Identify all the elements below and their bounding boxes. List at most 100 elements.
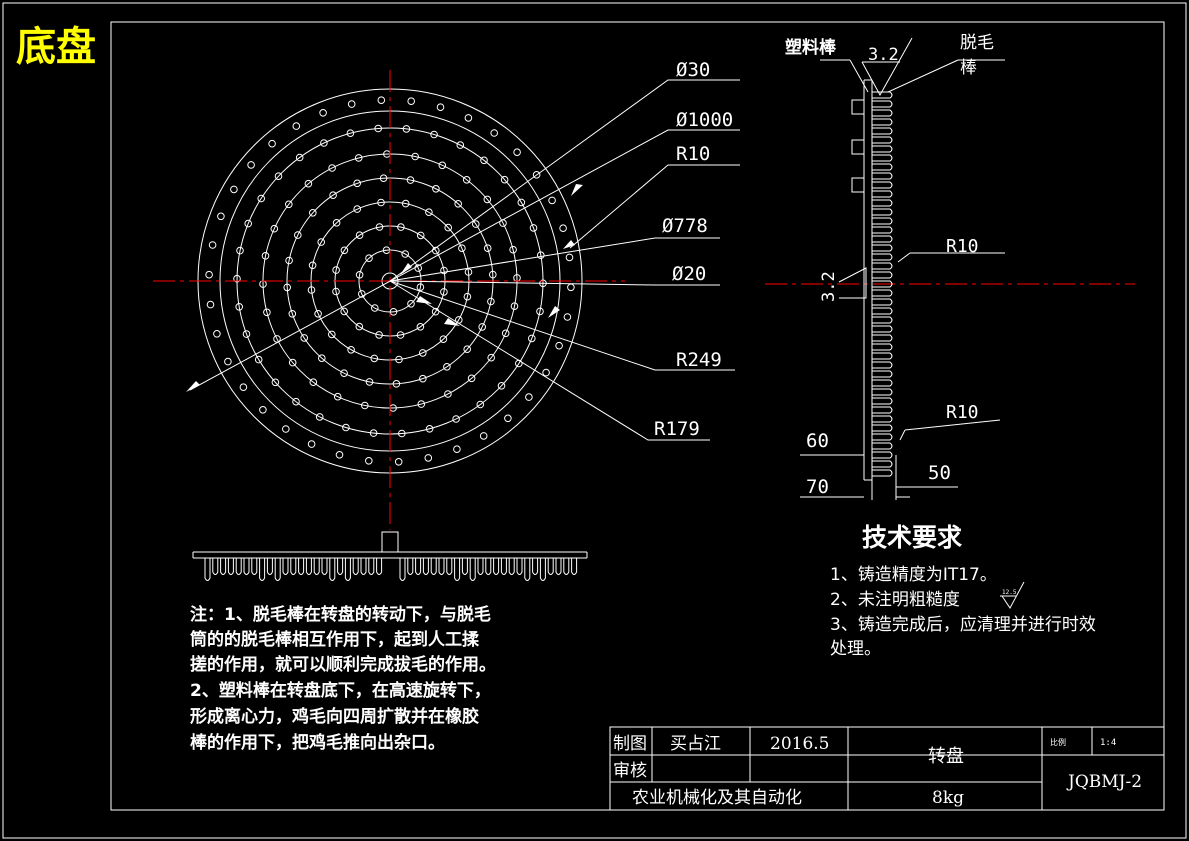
rod-hole xyxy=(419,349,427,357)
rod-hole xyxy=(436,103,445,111)
rod-hole xyxy=(454,200,463,208)
rod-hole xyxy=(513,148,521,156)
rod-hole xyxy=(419,374,427,383)
dim-d778: Ø778 xyxy=(662,215,708,237)
rod-pin xyxy=(290,558,297,575)
rod-pin xyxy=(571,558,578,575)
rod-hole xyxy=(347,346,355,354)
roughness-top: 3.2 xyxy=(868,45,899,65)
side-view xyxy=(851,79,893,481)
rod-pin xyxy=(477,558,484,575)
rod-hole xyxy=(328,164,336,172)
rod-pin xyxy=(313,558,320,575)
rod-hole xyxy=(532,171,541,179)
plucking-rod xyxy=(872,442,893,450)
plucking-rod xyxy=(872,280,893,288)
rod-hole xyxy=(487,297,495,306)
rod-pin xyxy=(337,558,344,575)
leader-r249 xyxy=(389,280,735,371)
rod-hole xyxy=(529,224,538,232)
rod-hole xyxy=(374,124,383,133)
plucking-rod xyxy=(872,91,893,99)
plucking-rod xyxy=(872,172,893,180)
rod-pin xyxy=(220,558,227,575)
plastic-rod xyxy=(851,99,864,115)
tech-item-1: 1、铸造精度为IT17。 xyxy=(830,565,997,585)
rod-hole xyxy=(500,175,509,184)
plastic-rod xyxy=(851,139,864,155)
rod-hole xyxy=(489,270,497,279)
rod-pin xyxy=(446,558,453,575)
rod-hole xyxy=(501,329,510,338)
leader-r10 xyxy=(569,164,740,249)
notes-block: 注：1、脱毛棒在转盘的转动下，与脱毛 筒的的脱毛棒相互作用下，起到人工揉 搓的作… xyxy=(190,604,496,753)
rod-hole xyxy=(319,109,327,117)
rod-hole xyxy=(402,125,411,133)
rod-hole xyxy=(472,220,480,228)
rod-hole xyxy=(261,252,270,260)
tb-scale: 1:4 xyxy=(1100,738,1116,748)
plucking-rod xyxy=(872,298,893,306)
drawing-title: 底盘 xyxy=(16,24,96,70)
rod-hole xyxy=(432,185,440,193)
plucking-rod xyxy=(872,388,893,396)
rod-pin xyxy=(516,558,523,575)
tb-school: 农业机械化及其自动化 xyxy=(632,788,802,808)
rod-hole xyxy=(392,380,401,388)
tech-item-3b: 处理。 xyxy=(830,639,881,659)
dim-70: 70 xyxy=(806,476,829,498)
rod-hole xyxy=(467,374,476,383)
rod-hole xyxy=(332,287,340,296)
rod-hole xyxy=(347,100,356,108)
rod-hole xyxy=(353,205,362,213)
rod-hole xyxy=(257,194,266,203)
rod-hole xyxy=(444,390,452,398)
rod-pin xyxy=(532,558,539,575)
rod-hole xyxy=(236,246,244,255)
rod-hole xyxy=(259,406,267,414)
rod-hole xyxy=(567,283,575,292)
plucking-rod xyxy=(872,235,893,243)
plucking-rod xyxy=(872,361,893,369)
rod-hole xyxy=(304,179,313,188)
plucking-rod xyxy=(872,109,893,117)
note-line: 棒的作用下，把鸡毛推向出杂口。 xyxy=(190,732,445,753)
rod-hole xyxy=(453,445,461,454)
rod-pin xyxy=(360,558,367,575)
rod-pin xyxy=(500,558,507,575)
rod-hole xyxy=(283,283,292,292)
plastic-rod xyxy=(851,177,864,193)
rod-hole xyxy=(285,256,293,265)
rod-hole xyxy=(555,341,563,350)
leader-d778 xyxy=(389,237,720,282)
rod-pin xyxy=(298,558,305,575)
rod-hole xyxy=(288,310,297,318)
leader-arrowheads xyxy=(186,184,583,392)
rod-hole xyxy=(328,330,336,339)
plucking-rod xyxy=(872,316,893,324)
plucking-rod xyxy=(872,343,893,351)
note-line: 2、塑料棒在转盘底下，在高速旋转下， xyxy=(190,680,491,701)
rod-hole xyxy=(536,307,544,316)
rod-hole xyxy=(440,288,448,296)
rod-pin xyxy=(243,558,250,575)
plucking-rod xyxy=(872,307,893,315)
rod-pin xyxy=(430,558,437,575)
rod-hole xyxy=(411,152,420,161)
rod-hole xyxy=(371,304,379,312)
rod-hole xyxy=(407,300,415,308)
dimension-leaders xyxy=(189,79,740,441)
plucking-rod xyxy=(872,181,893,189)
rod-pin xyxy=(407,558,414,575)
tech-heading: 技术要求 xyxy=(862,523,962,552)
rod-hole xyxy=(282,425,290,433)
rod-hole xyxy=(292,122,301,130)
rod-hole xyxy=(268,139,276,148)
rod-pin xyxy=(485,558,492,575)
rod-hole xyxy=(504,414,512,423)
plucking-rod xyxy=(872,379,893,387)
leader-r179 xyxy=(389,280,710,441)
rod-pin xyxy=(251,558,258,575)
